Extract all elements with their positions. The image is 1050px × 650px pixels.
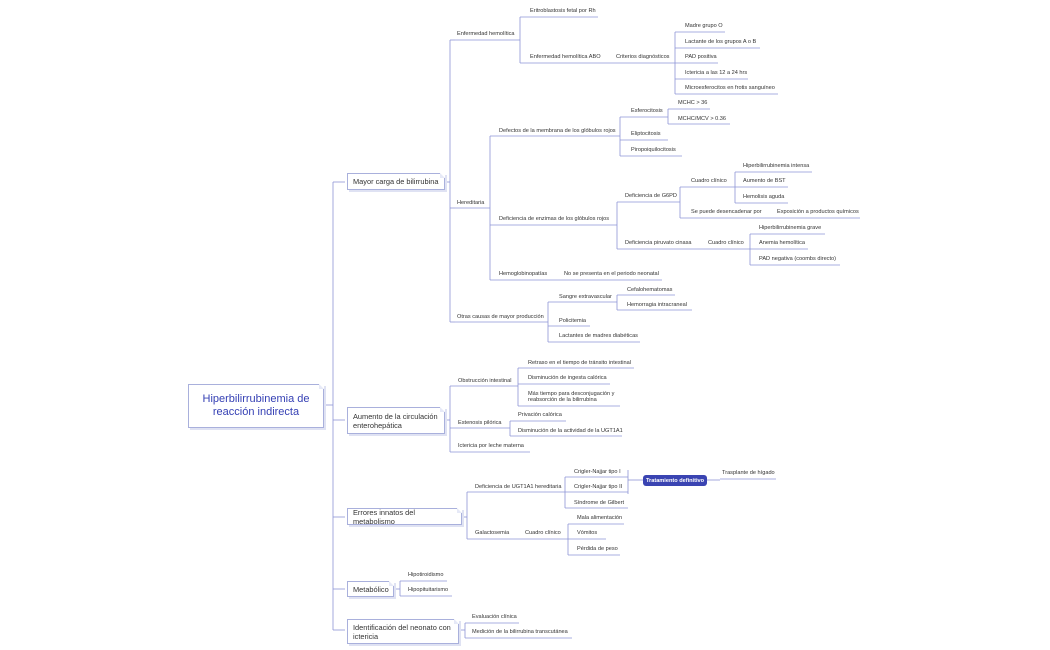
- ugt-item[interactable]: Crigler-Najjar tipo I: [574, 469, 621, 475]
- galactosemia-item[interactable]: Vómitos: [577, 530, 598, 536]
- subtopic-exposicion[interactable]: Exposición a productos químicos: [777, 209, 859, 215]
- subtopic-hereditaria[interactable]: Hereditaria: [457, 200, 485, 206]
- criterio-item[interactable]: Lactante de los grupos A o B: [685, 39, 757, 45]
- galactosemia-item[interactable]: Mala alimentación: [577, 515, 623, 521]
- subtopic-piruvato-cinasa[interactable]: Deficiencia piruvato cinasa: [625, 240, 692, 246]
- note-fold-icon: [454, 619, 459, 624]
- estenosis-item[interactable]: Disminución de la actividad de la UGT1A1: [518, 428, 623, 434]
- topic-errores-innatos[interactable]: Errores innatos del metabolismo: [347, 508, 462, 526]
- subtopic-cuadro-clinico[interactable]: Cuadro clínico: [525, 530, 561, 536]
- subtopic-estenosis[interactable]: Estenosis pilórica: [458, 420, 502, 426]
- subtopic-piropoiquilocitosis[interactable]: Piropoiquilocitosis: [631, 147, 676, 153]
- root-topic[interactable]: Hiperbilirrubinemia de reacción indirect…: [188, 384, 324, 428]
- g6pd-item[interactable]: Hiperbilirrubinemia intensa: [743, 163, 810, 169]
- note-fold-icon: [319, 384, 324, 389]
- ugt-item[interactable]: Crigler-Najjar tipo II: [574, 484, 623, 490]
- topic-metabolico[interactable]: Metabólico: [347, 581, 394, 597]
- metabolico-item[interactable]: Hipotiroidismo: [408, 572, 444, 578]
- piruvato-item[interactable]: Anemia hemolítica: [759, 240, 806, 246]
- topic-identificacion[interactable]: Identificación del neonato con ictericia: [347, 619, 459, 644]
- g6pd-item[interactable]: Hemolisis aguda: [743, 194, 785, 200]
- subtopic-hemoglobinopatias[interactable]: Hemoglobinopatías: [499, 271, 548, 277]
- subtopic-defectos-membrana[interactable]: Defectos de la membrana de los glóbulos …: [499, 128, 616, 134]
- piruvato-item[interactable]: Hiperbilirrubinemia grave: [759, 225, 822, 231]
- piruvato-item[interactable]: PAD negativa (coombs directo): [759, 256, 836, 262]
- subtopic-galactosemia[interactable]: Galactosemia: [475, 530, 510, 536]
- subtopic-deficiencia-enzimas[interactable]: Deficiencia de enzimas de los glóbulos r…: [499, 216, 610, 222]
- criterio-item[interactable]: Microesferocitos en frotis sanguíneo: [685, 85, 775, 91]
- subtopic-ugt1a1[interactable]: Deficiencia de UGT1A1 hereditaria: [475, 484, 562, 490]
- subtopic-trasplante[interactable]: Trasplante de hígado: [722, 470, 775, 476]
- subtopic-cuadro-clinico[interactable]: Cuadro clínico: [708, 240, 744, 246]
- note-fold-icon: [440, 407, 445, 412]
- criterio-item[interactable]: Madre grupo O: [685, 23, 723, 29]
- subtopic-esferocitosis[interactable]: Esferocitosis: [631, 108, 663, 114]
- subtopic-g6pd[interactable]: Deficiencia de G6PD: [625, 193, 677, 199]
- tratamiento-definitivo-badge[interactable]: Tratamiento definitivo: [643, 475, 707, 486]
- criterio-item[interactable]: PAD positiva: [685, 54, 717, 60]
- note-fold-icon: [457, 508, 462, 513]
- topic-circulacion-enterohepatica[interactable]: Aumento de la circulación enterohepática: [347, 407, 445, 434]
- obstruccion-item[interactable]: Disminución de ingesta calórica: [528, 375, 607, 381]
- topic-mayor-carga[interactable]: Mayor carga de bilirrubina: [347, 173, 445, 190]
- galactosemia-item[interactable]: Pérdida de peso: [577, 546, 618, 552]
- subtopic-obstruccion[interactable]: Obstrucción intestinal: [458, 378, 512, 384]
- ugt-item[interactable]: Síndrome de Gilbert: [574, 500, 625, 506]
- metabolico-item[interactable]: Hipopituitarismo: [408, 587, 449, 593]
- subtopic-otras-causas[interactable]: Otras causas de mayor producción: [457, 314, 544, 320]
- identificacion-item[interactable]: Medición de la bilirrubina transcutánea: [472, 629, 568, 635]
- subtopic-enfermedad-abo[interactable]: Enfermedad hemolítica ABO: [530, 54, 601, 60]
- subtopic-leche-materna[interactable]: Ictericia por leche materna: [458, 443, 524, 449]
- estenosis-item[interactable]: Privación calórica: [518, 412, 562, 418]
- subtopic-enfermedad-hemolitica[interactable]: Enfermedad hemolítica: [457, 31, 515, 37]
- identificacion-item[interactable]: Evaluación clínica: [472, 614, 517, 620]
- subtopic-criterios[interactable]: Criterios diagnósticos: [616, 54, 670, 60]
- value-mchc-mcv[interactable]: MCHC/MCV > 0.36: [678, 116, 727, 122]
- subtopic-eliptocitosis[interactable]: Eliptocitosis: [631, 131, 661, 137]
- root-label: Hiperbilirrubinemia de reacción indirect…: [202, 393, 310, 418]
- subtopic-sangre-extravascular[interactable]: Sangre extravascular: [559, 294, 612, 300]
- subtopic-lactantes[interactable]: Lactantes de madres diabéticas: [559, 333, 638, 339]
- subtopic-cefalohematomas[interactable]: Cefalohematomas: [627, 287, 673, 293]
- obstruccion-item[interactable]: Retraso en el tiempo de tránsito intesti…: [528, 360, 631, 366]
- subtopic-no-neonatal[interactable]: No se presenta en el periodo neonatal: [564, 271, 659, 277]
- subtopic-hemorragia[interactable]: Hemorragia intracraneal: [627, 302, 688, 308]
- criterio-item[interactable]: Ictericia a las 12 a 24 hrs: [685, 70, 748, 76]
- subtopic-desencadenar[interactable]: Se puede desencadenar por: [691, 209, 762, 215]
- obstruccion-item[interactable]: Más tiempo para desconjugación y reabsor…: [528, 391, 615, 404]
- subtopic-policitemia[interactable]: Policitemia: [559, 318, 587, 324]
- note-fold-icon: [440, 173, 445, 178]
- g6pd-item[interactable]: Aumento de BST: [743, 178, 786, 184]
- value-mchc[interactable]: MCHC > 36: [678, 100, 708, 106]
- subtopic-cuadro-clinico[interactable]: Cuadro clínico: [691, 178, 727, 184]
- subtopic-eritroblastosis[interactable]: Eritroblastosis fetal por Rh: [530, 8, 596, 14]
- note-fold-icon: [389, 581, 394, 586]
